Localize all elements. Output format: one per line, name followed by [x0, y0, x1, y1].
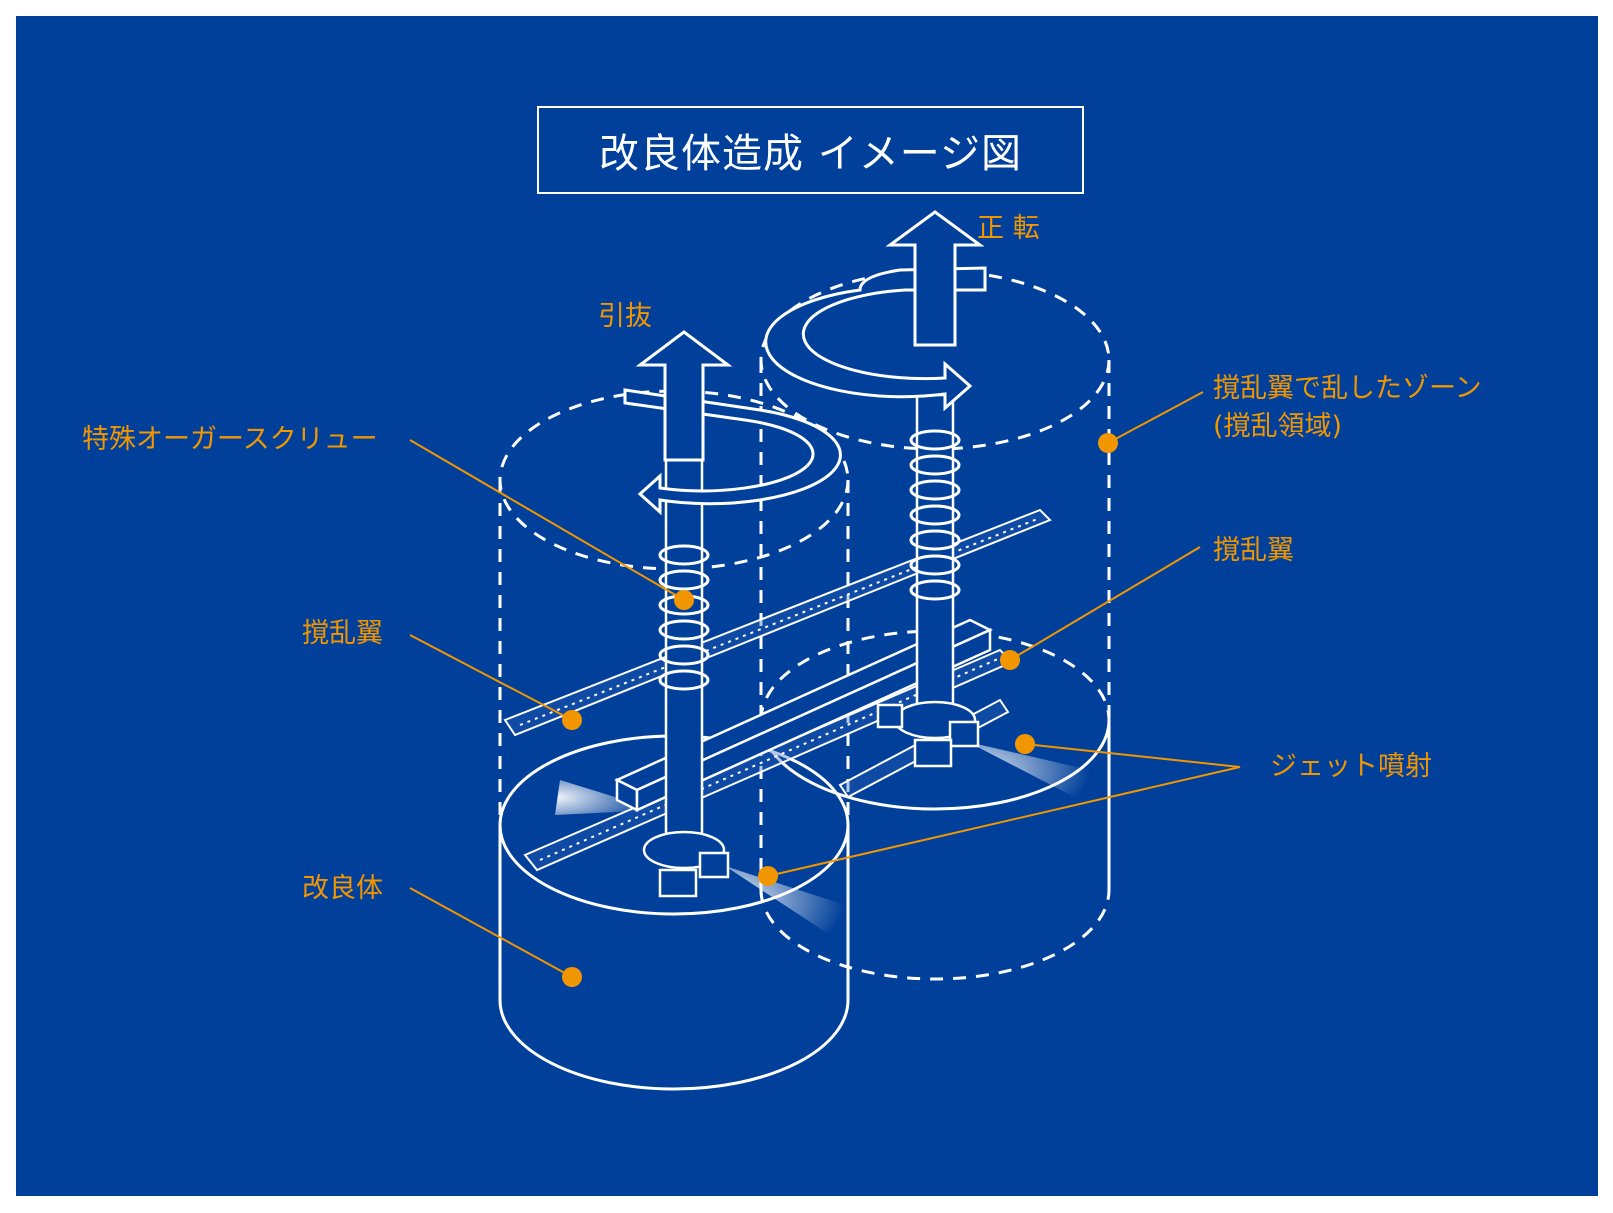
auger-shafts — [664, 393, 955, 862]
blade-label-right: 撹乱翼 — [1213, 535, 1294, 566]
zone-label-line1: 撹乱翼で乱したゾーン — [1213, 373, 1482, 404]
blade-label-left: 撹乱翼 — [302, 618, 383, 649]
mixing-blades — [503, 508, 1052, 872]
nozzle-heads — [642, 700, 980, 898]
rotation-arrow — [764, 210, 987, 412]
withdraw-arrow — [623, 330, 842, 516]
withdraw-label: 引抜 — [598, 301, 652, 332]
leader-lines — [409, 391, 1241, 978]
diagram-title: 改良体造成 イメージ図 — [537, 106, 1084, 194]
crossbeam — [614, 618, 993, 813]
zone-label-line2: (撹乱領域) — [1213, 411, 1343, 442]
auger-label: 特殊オーガースクリュー — [82, 424, 378, 455]
rotation-label: 正 転 — [977, 213, 1040, 244]
callout-dots — [562, 433, 1118, 987]
auger-spirals — [658, 429, 961, 691]
body-label: 改良体 — [302, 873, 383, 904]
diagram-panel — [16, 16, 1598, 1196]
jet-label: ジェット噴射 — [1270, 751, 1432, 782]
